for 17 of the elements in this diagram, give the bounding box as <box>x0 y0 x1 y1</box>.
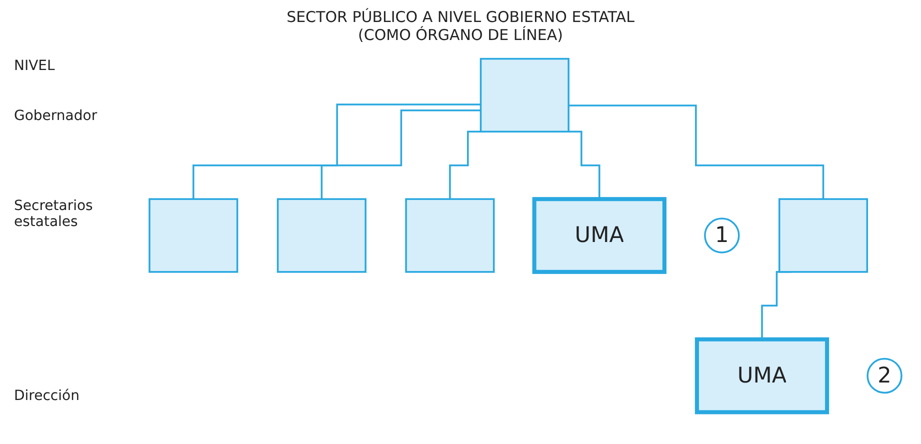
level-label: Dirección <box>14 388 80 404</box>
node-box: UMA <box>694 337 830 414</box>
node-circle: 1 <box>704 218 740 254</box>
node-box <box>148 198 238 273</box>
level-label: Secretarios estatales <box>14 198 94 230</box>
node-circle: 2 <box>866 358 902 394</box>
level-label: Gobernador <box>14 108 98 124</box>
level-label: NIVEL <box>14 58 55 74</box>
diagram-title: SECTOR PÚBLICO A NIVEL GOBIERNO ESTATAL (COMO ÓRGANO DE LÍNEA) <box>286 8 636 44</box>
node-box <box>405 198 495 273</box>
connector <box>320 110 481 200</box>
node-box <box>276 198 366 273</box>
node-box <box>778 198 868 273</box>
connector <box>568 104 824 200</box>
connector <box>192 104 481 200</box>
node-box <box>480 58 570 133</box>
node-box: UMA <box>532 197 666 274</box>
